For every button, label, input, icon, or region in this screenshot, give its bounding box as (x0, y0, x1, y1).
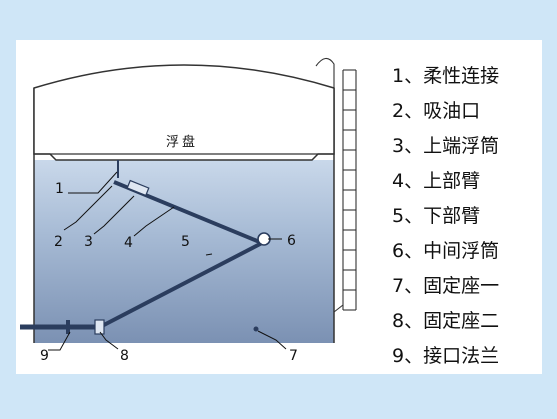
callout-1: 1 (55, 181, 64, 197)
callout-4: 4 (124, 235, 133, 251)
callout-9: 9 (40, 348, 49, 364)
legend-item: 2、吸油口 (392, 100, 481, 122)
legend-item: 3、上端浮筒 (392, 135, 500, 157)
legend-item: 7、固定座一 (392, 275, 500, 297)
callout-2: 2 (54, 234, 63, 250)
callout-3: 3 (84, 234, 93, 250)
fixed-seat-two (94, 319, 105, 335)
callout-leaders (48, 171, 287, 351)
lower-arm (99, 241, 263, 329)
legend-item: 8、固定座二 (392, 310, 500, 332)
legend-item: 1、柔性连接 (392, 65, 500, 87)
legend-item: 5、下部臂 (392, 205, 481, 227)
callout-7: 7 (289, 348, 298, 364)
callout-5: 5 (181, 234, 190, 250)
callout-6: 6 (287, 233, 296, 249)
oil-liquid (34, 160, 334, 343)
component-legend: 1、柔性连接 2、吸油口 3、上端浮筒 4、上部臂 5、下部臂 6、中间浮筒 7… (392, 63, 499, 378)
floating-roof (33, 64, 335, 161)
fixed-seat-one (253, 326, 259, 332)
legend-item: 4、上部臂 (392, 170, 481, 192)
callout-8: 8 (120, 348, 129, 364)
legend-item: 9、接口法兰 (392, 345, 500, 367)
floating-roof-label: 浮盘 (166, 134, 198, 150)
legend-item: 6、中间浮筒 (392, 240, 500, 262)
tank-ladder (315, 57, 357, 313)
interface-flange (66, 320, 70, 334)
upper-float (126, 179, 150, 197)
